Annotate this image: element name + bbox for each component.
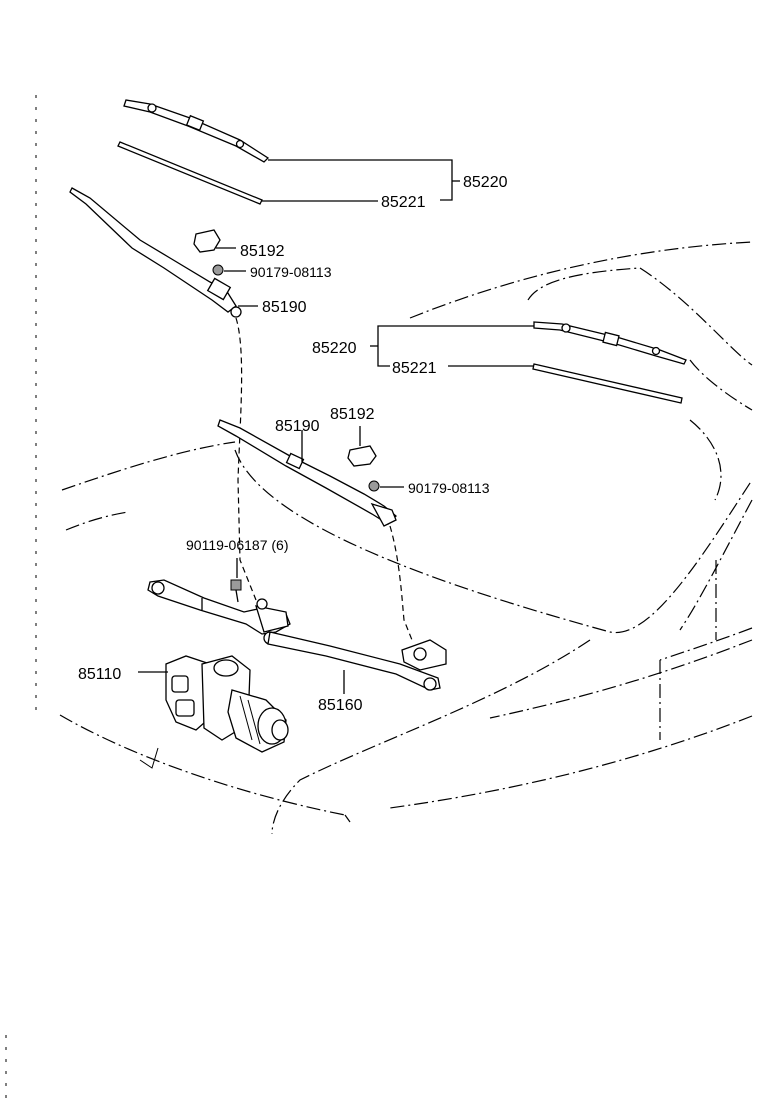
lower-arm-to-pivot-line bbox=[389, 525, 413, 641]
bolt bbox=[230, 558, 242, 603]
label-lower-nut: 90179-08113 bbox=[408, 480, 490, 496]
wiper-link bbox=[147, 579, 447, 691]
car-body-outline bbox=[59, 241, 753, 835]
lower-blade-rubber bbox=[532, 363, 683, 404]
label-bolt: 90119-06187 (6) bbox=[186, 537, 288, 553]
upper-arm-to-pivot-line bbox=[235, 317, 257, 601]
label-lower-cap: 85192 bbox=[330, 406, 375, 423]
label-lower-blade-rubber: 85221 bbox=[392, 360, 437, 377]
lower-arm bbox=[217, 419, 397, 527]
lower-leaders bbox=[301, 325, 534, 488]
label-upper-blade-rubber: 85221 bbox=[381, 194, 426, 211]
lower-part-leaders bbox=[138, 670, 345, 694]
label-upper-cap: 85192 bbox=[240, 243, 285, 260]
label-motor: 85110 bbox=[78, 666, 121, 683]
lower-blade-assembly bbox=[533, 321, 687, 365]
wiper-motor bbox=[165, 655, 289, 753]
label-lower-arm: 85190 bbox=[275, 418, 320, 435]
upper-blade-assembly bbox=[123, 99, 270, 163]
margin-marks bbox=[5, 95, 37, 1100]
upper-cap bbox=[193, 229, 221, 253]
upper-leaders bbox=[216, 159, 460, 307]
upper-nut bbox=[212, 264, 224, 276]
lower-cap bbox=[347, 445, 377, 467]
label-upper-nut: 90179-08113 bbox=[250, 264, 332, 280]
lower-nut bbox=[368, 480, 380, 492]
upper-blade-rubber bbox=[117, 141, 263, 205]
label-lower-blade-assy: 85220 bbox=[312, 340, 357, 357]
label-upper-arm: 85190 bbox=[262, 299, 307, 316]
upper-arm bbox=[69, 187, 242, 318]
label-upper-blade-assy: 85220 bbox=[463, 174, 508, 191]
label-link: 85160 bbox=[318, 697, 363, 714]
